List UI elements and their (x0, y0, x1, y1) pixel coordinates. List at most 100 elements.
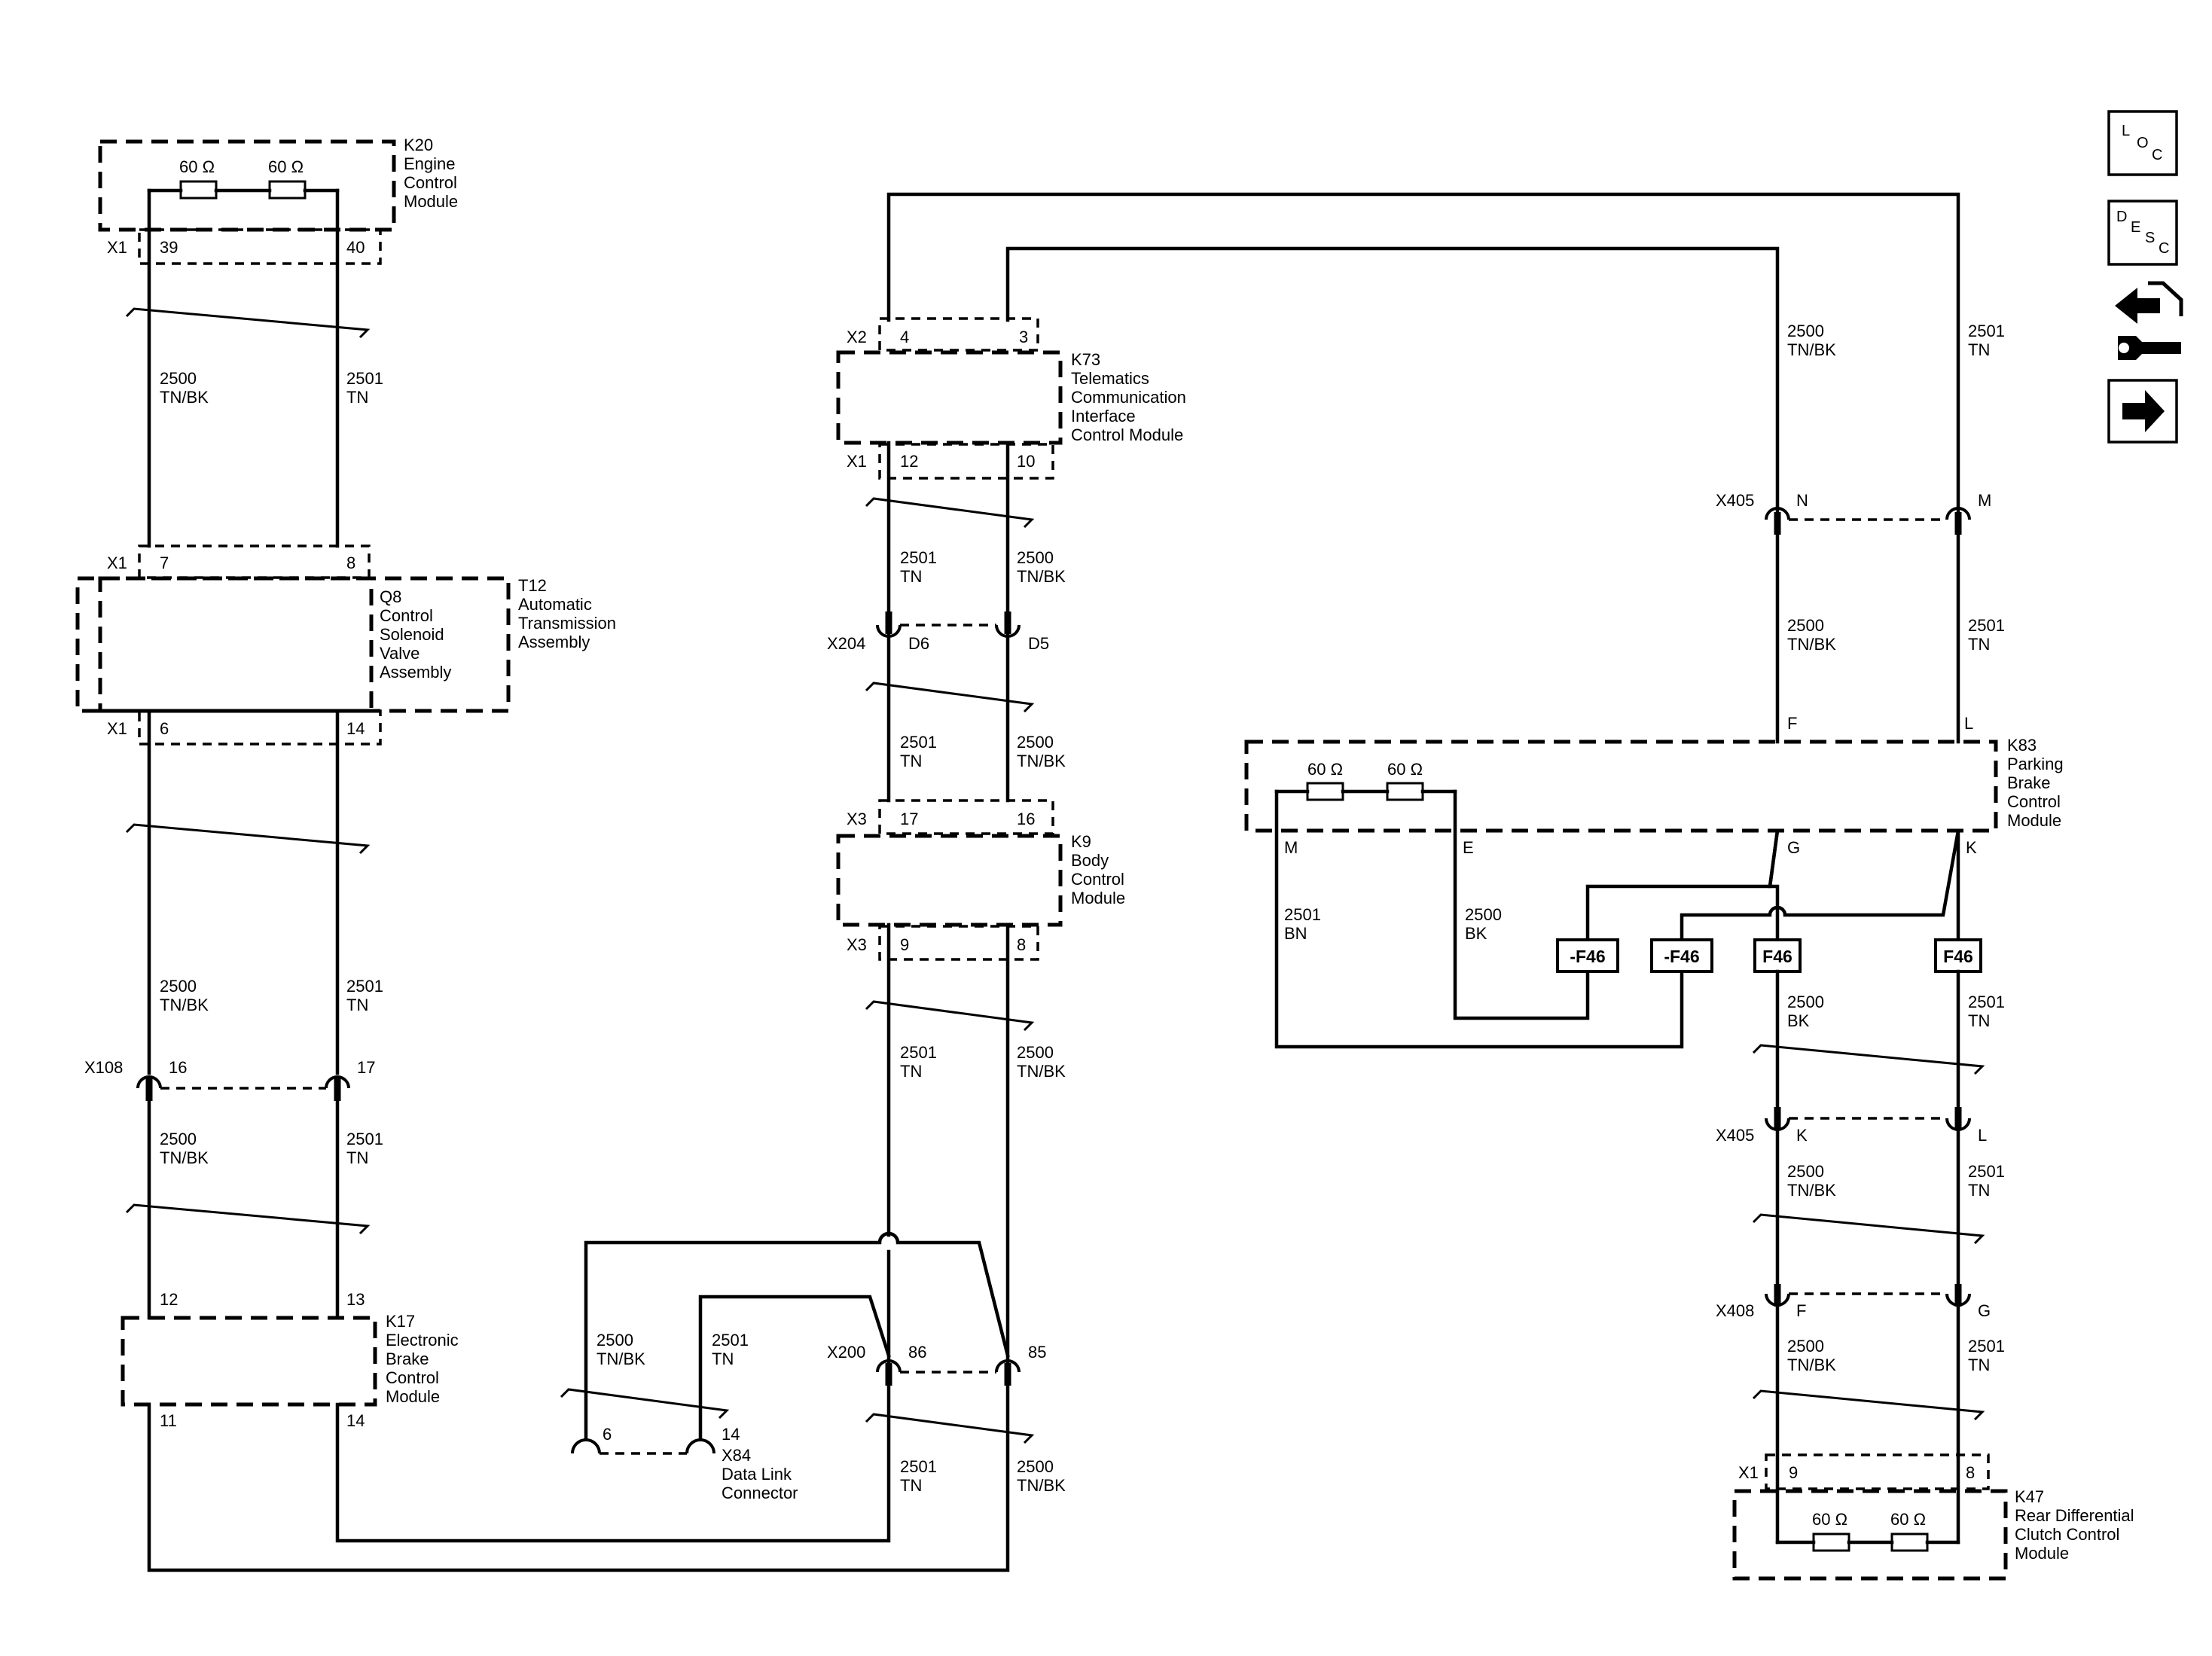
x405-pin-n-socket (1765, 507, 1790, 520)
wire-label-2501: 2501 (1968, 322, 2005, 340)
wire-label-2501: 2501 (900, 733, 937, 752)
wire-label-2501: 2501 (900, 1457, 937, 1476)
k9-pin-16: 16 (1017, 810, 1035, 828)
x204-pin-d6-label: D6 (908, 634, 929, 653)
t12-ref: T12 (518, 576, 547, 595)
desc-icon-letter-4: C (2159, 240, 2169, 257)
wire-label-tnbk: TN/BK (1017, 752, 1066, 770)
k20-pin-39: 39 (160, 238, 178, 257)
q8-ref: Q8 (380, 587, 401, 606)
k47-name-3: Module (2015, 1544, 2069, 1563)
x408-inline-connector: X408 F G (1716, 1284, 1991, 1320)
wire-label-2500: 2500 (1787, 993, 1824, 1011)
k83-pin-m: M (1284, 838, 1298, 857)
k73-module-box (836, 350, 1063, 445)
k20-name-1: Engine (404, 154, 456, 173)
k83-name-2: Brake (2007, 773, 2050, 792)
twisted-pair-mark-7 (560, 1388, 730, 1420)
wire-label-2500: 2500 (1017, 1457, 1054, 1476)
t12-pin-8: 8 (346, 554, 355, 572)
q8-name-3: Valve (380, 644, 420, 663)
loc-icon-letter-3: C (2152, 147, 2162, 163)
desc-icon-letter-3: S (2145, 230, 2155, 246)
wire-label-2501: 2501 (900, 1043, 937, 1062)
wire-k83-m-to-neg-fuse-2 (1274, 789, 1684, 1049)
k73-x1-connector (878, 443, 1054, 480)
x405-bottom-label: X405 (1716, 1126, 1754, 1145)
k9-name-1: Body (1071, 851, 1109, 870)
fuse-neg-f46-2-label: -F46 (1664, 947, 1699, 966)
wire-label-2501: 2501 (712, 1331, 749, 1350)
wire-label-tn: TN (1968, 1356, 1990, 1374)
wire-label-2500: 2500 (1787, 616, 1824, 635)
wire-label-2501: 2501 (1968, 616, 2005, 635)
connector-icon-wrench-hole (2119, 343, 2129, 353)
x408-label: X408 (1716, 1301, 1754, 1320)
k9-ref: K9 (1071, 832, 1091, 851)
wire-label-tn: TN (346, 996, 368, 1014)
desc-icon-frame (2107, 200, 2178, 266)
k73-pin-10: 10 (1017, 452, 1035, 471)
wire-label-2501: 2501 (1968, 1162, 2005, 1181)
k47-resistor-2-label: 60 Ω (1890, 1510, 1926, 1529)
k83-pin-k: K (1966, 838, 1977, 857)
wire-label-2500: 2500 (1017, 1043, 1054, 1062)
wire-label-2501: 2501 (346, 977, 383, 996)
desc-icon-letter-1: D (2116, 209, 2127, 225)
k20-resistor-1-label: 60 Ω (179, 157, 215, 176)
arrow-right-icon[interactable] (2107, 379, 2178, 444)
wire-label-tn: TN (1968, 635, 1990, 654)
t12-bottom-connector-label: X1 (107, 719, 127, 738)
x84-ref: X84 (722, 1446, 751, 1465)
x405-pin-m-socket (1945, 507, 1971, 520)
twisted-pair-mark-5 (865, 682, 1035, 713)
wire-x84-6-branch (584, 1231, 1010, 1441)
t12-top-connector-label: X1 (107, 554, 127, 572)
fuse-neg-f46-1-label: -F46 (1570, 947, 1605, 966)
arrow-right-icon-glyph (2122, 390, 2165, 432)
x200-pin-86-socket (876, 1359, 902, 1373)
loc-icon-letter-2: O (2137, 135, 2149, 151)
wire-label-2500: 2500 (160, 369, 197, 388)
k83-resistor-1-label: 60 Ω (1307, 760, 1343, 779)
wire-k83-e-to-neg-fuse-1 (1453, 789, 1590, 1020)
q8-name-1: Control (380, 606, 433, 625)
k20-name-2: Control (404, 173, 457, 192)
x84-pin-6-socket (571, 1438, 601, 1454)
x84-name-2: Connector (722, 1484, 798, 1502)
t12-name-2: Transmission (518, 614, 616, 633)
t12-automatic-transmission-assembly: X1 7 8 Q8 Control Solenoid Valve Assembl… (75, 544, 616, 746)
x408-pin-f-label: F (1796, 1301, 1806, 1320)
wire-label-tnbk: TN/BK (596, 1350, 645, 1368)
k83-resistor-2 (1386, 782, 1424, 801)
k73-name-4: Control Module (1071, 425, 1183, 444)
k47-name-2: Clutch Control (2015, 1525, 2119, 1544)
wire-label-tnbk: TN/BK (1017, 1062, 1066, 1081)
k9-module-box (836, 834, 1063, 927)
wire-label-tn: TN (1968, 1011, 1990, 1030)
connector-icon-wrench (2118, 336, 2181, 360)
x200-label: X200 (827, 1343, 865, 1362)
k73-name-1: Telematics (1071, 369, 1149, 388)
x405-top-label: X405 (1716, 491, 1754, 510)
t12-name-1: Automatic (518, 595, 592, 614)
t12-x1-bottom-connector (138, 709, 382, 746)
desc-icon[interactable]: D E S C (2107, 200, 2178, 266)
t12-pin-6: 6 (160, 719, 169, 738)
k20-ref: K20 (404, 136, 433, 154)
wire-label-tnbk: TN/BK (160, 388, 209, 407)
x204-pin-d5-label: D5 (1028, 634, 1049, 653)
wire-label-2501: 2501 (1284, 905, 1321, 924)
connector-icon[interactable] (2115, 281, 2183, 360)
wire-label-2501: 2501 (1968, 1337, 2005, 1356)
k83-resistor-1 (1306, 782, 1344, 801)
x84-pin-14: 14 (722, 1425, 740, 1444)
fuse-neg-f46-1-box (1556, 938, 1619, 973)
k47-resistor-2 (1890, 1532, 1929, 1552)
k17-electronic-brake-control-module: 12 13 K17 Electronic Brake Control Modul… (121, 1290, 459, 1430)
wire-k73-3-to-x405-n (1005, 246, 1780, 514)
wire-label-tn: TN (346, 1148, 368, 1167)
k17-pin-14: 14 (346, 1411, 365, 1430)
loc-icon[interactable]: L O C (2107, 110, 2178, 176)
